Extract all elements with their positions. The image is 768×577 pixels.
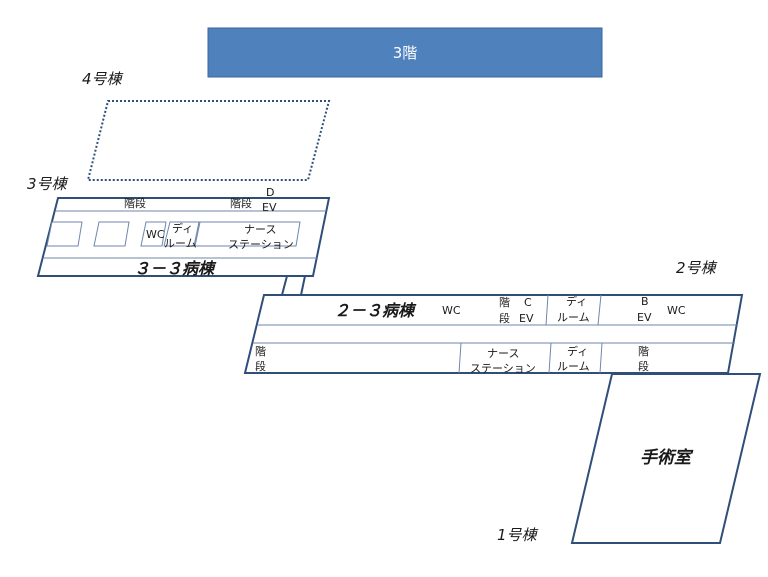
ward-23-stairs-c-2: 段	[499, 311, 510, 325]
ward-23-dayroom-bot-1: ディ	[567, 344, 588, 358]
ward-23-ev-c-2: EV	[519, 312, 534, 325]
ward-23-stairs-left-1: 階	[255, 344, 266, 358]
ward-33-nurse-2: ステーション	[228, 238, 294, 251]
ward-23-nurse-2: ステーション	[470, 362, 536, 375]
ward-33-room-2	[93, 221, 130, 247]
ward-23-wc-left: WC	[442, 304, 461, 317]
ward-23-div-3	[458, 342, 462, 374]
ward-33-room-wc	[140, 221, 167, 247]
operating-room-outline	[570, 373, 762, 544]
building-4-label: 4号棟	[82, 70, 124, 88]
ward-23-div-1	[545, 294, 549, 326]
building-2-label: 2号棟	[676, 259, 718, 277]
operating-room-label: 手術室	[640, 448, 694, 468]
building-4-outline	[86, 100, 331, 181]
ward-23-dayroom-top-2: ルーム	[557, 311, 590, 324]
ward-23-stairs-right-1: 階	[638, 344, 649, 358]
ward-23-dayroom-bot-2: ルーム	[557, 360, 590, 373]
floor-label: 3階	[393, 44, 418, 62]
ward-33-ev-d-1: D	[266, 186, 274, 199]
ward-23-div-2	[597, 294, 602, 326]
ward-23-ev-c-1: C	[524, 296, 532, 309]
ward-33-dayroom-2: ルーム	[164, 237, 197, 250]
ward-23-div-5	[599, 342, 603, 374]
building-1-label: 1号棟	[497, 526, 539, 544]
ward-23-ev-b-1: B	[641, 295, 649, 308]
ward-33-room-dayroom	[163, 221, 200, 247]
ward-33-stairs-left: 階段	[124, 196, 146, 210]
ward-33-room-nurse	[194, 221, 301, 247]
ward-33-room-1	[46, 221, 83, 247]
ward-23-name: ２－３病棟	[334, 301, 417, 320]
ward-23-stairs-left-2: 段	[255, 359, 266, 373]
ward-33-stairs-right: 階段	[230, 196, 252, 210]
connector-corridor	[280, 275, 307, 296]
ward-33-ev-d-2: EV	[262, 201, 277, 214]
ward-23-dayroom-top-1: ディ	[566, 294, 587, 308]
ward-23-wc-right: WC	[667, 304, 686, 317]
building-3-label: 3号棟	[27, 175, 69, 193]
ward-33-wc: WC	[146, 228, 165, 241]
ward-33-nurse-1: ナース	[244, 223, 276, 236]
ward-33-name: ３－３病棟	[134, 259, 217, 278]
ward-23-ev-b-2: EV	[637, 311, 652, 324]
ward-23-stairs-c-1: 階	[499, 295, 510, 309]
ward-33-dayroom-1: ディ	[172, 221, 193, 235]
ward-23-stairs-right-2: 段	[638, 359, 649, 373]
ward-23-nurse-1: ナース	[487, 347, 519, 360]
floor-banner	[207, 27, 603, 78]
ward-23-div-4	[548, 342, 552, 374]
